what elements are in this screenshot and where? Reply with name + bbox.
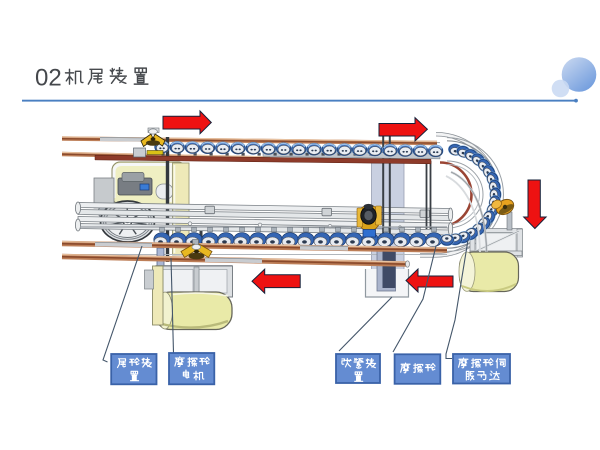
svg-text:02: 02 [35, 65, 62, 92]
